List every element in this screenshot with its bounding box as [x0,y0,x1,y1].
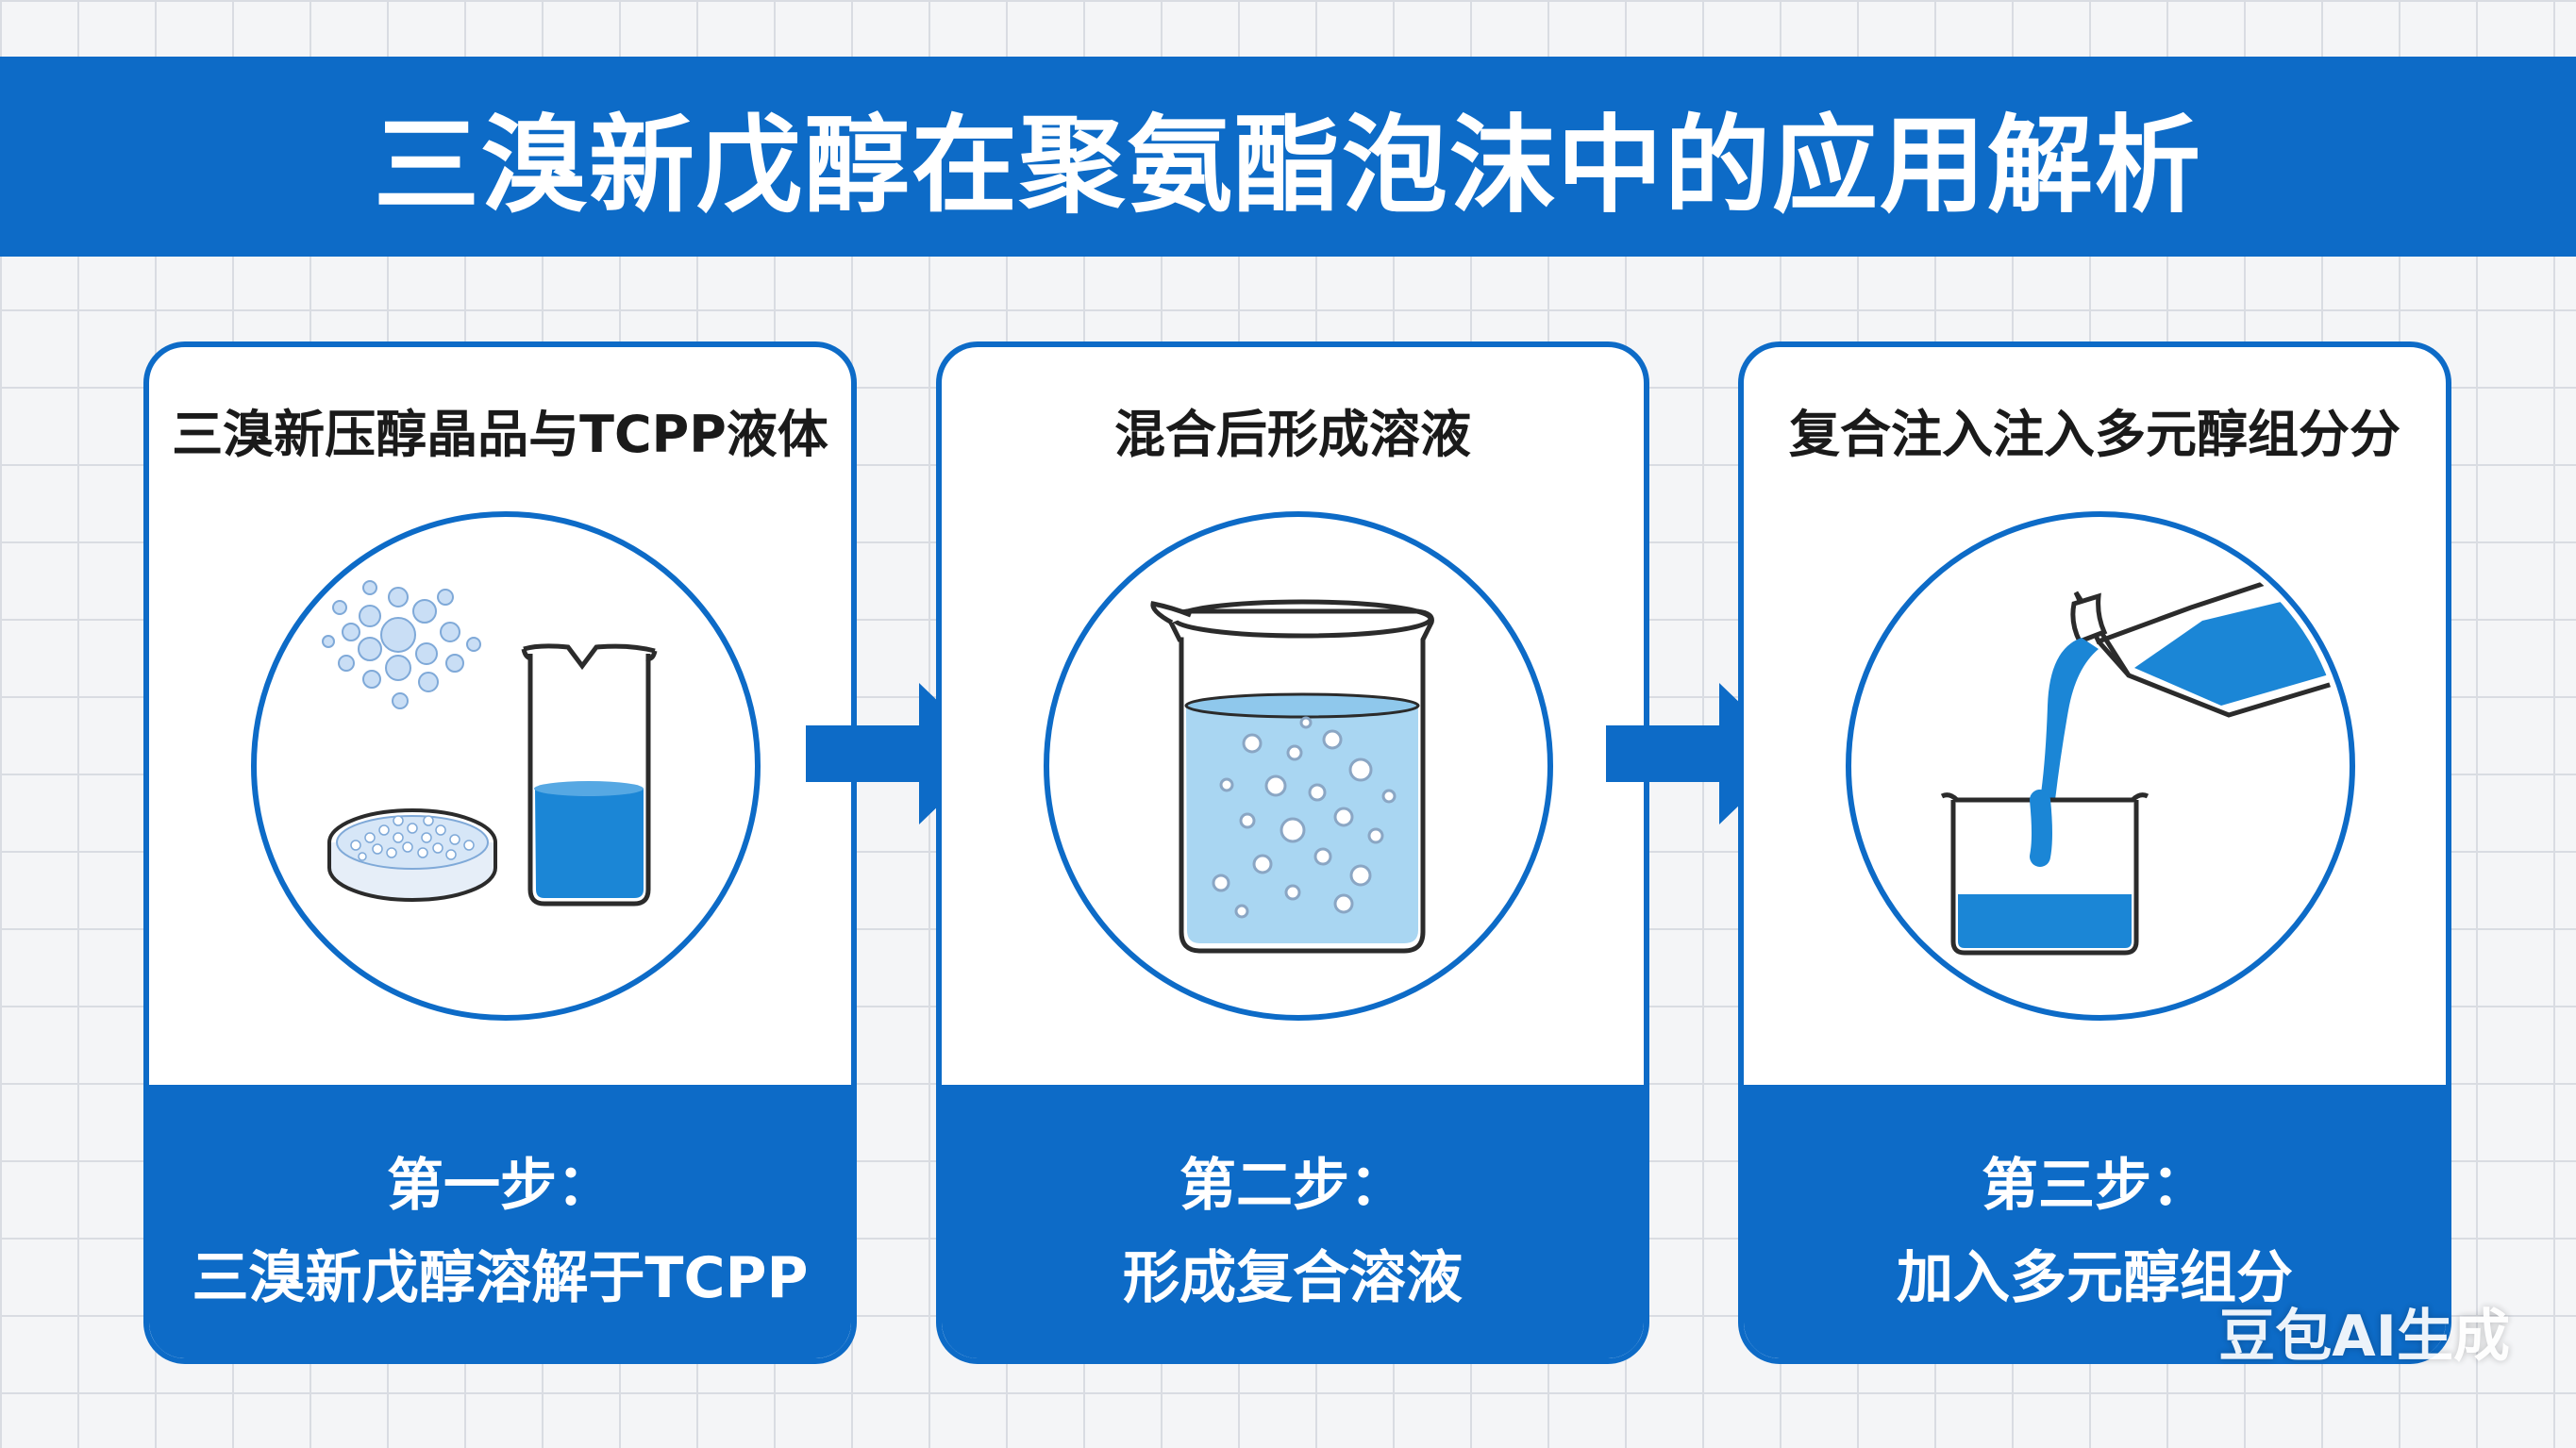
step-card-2: 混合后形成溶液 第二步： 形成复合溶液 [936,341,1649,1364]
step-card-1: 三溴新压醇晶品与TCPP液体 [143,341,857,1364]
step-2-illustration-circle [1044,511,1553,1021]
step-3-heading: 复合注入注入多元醇组分分 [1789,405,2400,464]
watermark: 豆包AI生成 [2218,1304,2510,1370]
step-1-illustration-circle [251,511,761,1021]
step-2-description: 形成复合溶液 [1123,1245,1463,1311]
step-3-footer: 第三步： 加入多元醇组分 [1744,1085,2446,1358]
step-1-heading: 三溴新压醇晶品与TCPP液体 [172,405,828,464]
step-3-label: 第三步： [1982,1153,2208,1219]
step-2-footer: 第二步： 形成复合溶液 [942,1085,1644,1358]
beaker-with-bubbles-icon [1150,599,1434,954]
page-title: 三溴新戊醇在聚氨酯泡沫中的应用解析 [374,105,2202,227]
step-2-heading: 混合后形成溶液 [1114,405,1471,464]
step-1-description: 三溴新戊醇溶解于TCPP [192,1245,809,1311]
crystals-dish-and-beaker-icon [322,580,658,907]
step-3-illustration-circle [1846,511,2355,1021]
step-card-3: 复合注入注入多元醇组分分 第三步： 加入多元醇组分 [1738,341,2451,1364]
step-2-label: 第二步： [1179,1153,1406,1219]
step-3-description: 加入多元醇组分 [1897,1245,2293,1311]
step-1-footer: 第一步： 三溴新戊醇溶解于TCPP [149,1085,851,1358]
title-banner: 三溴新戊醇在聚氨酯泡沫中的应用解析 [0,57,2576,257]
pouring-bottle-into-beaker-icon [1940,541,2344,956]
step-1-label: 第一步： [387,1153,613,1219]
